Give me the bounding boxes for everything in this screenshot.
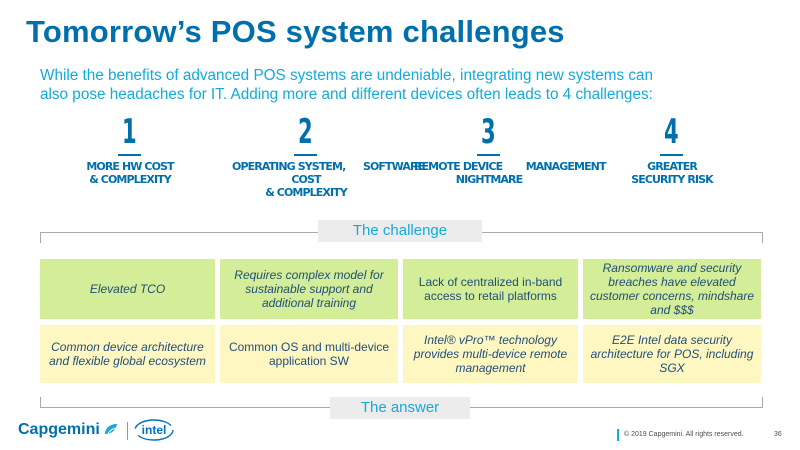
intel-logo-text: intel [142,423,167,437]
challenge-cell-4: Ransomware and security breaches have el… [583,259,761,319]
footer-accent-bar [617,429,619,441]
challenge-label-1: MORE HW COST & COMPLEXITY [62,160,198,186]
challenge-label-2-line-3: & COMPLEXITY [265,186,348,199]
challenge-label-4-line-2: SECURITY RISK [631,173,714,186]
challenge-number-4: 4 [664,112,679,152]
challenge-cell-2: Requires complex model for sustainable s… [220,259,398,319]
intro-line-2: also pose headaches for IT. Adding more … [40,86,653,103]
challenge-underline-4 [660,154,683,156]
answer-cell-1: Common device architecture and flexible … [40,325,215,383]
page-number: 36 [774,431,782,438]
challenge-label-3-line-2: NIGHTMARE [455,173,523,186]
challenge-label-1-line-1: MORE HW COST [86,160,174,173]
challenge-number-2: 2 [298,112,313,152]
logo-separator [127,422,128,440]
answer-cell-2: Common OS and multi-device application S… [220,325,398,383]
challenge-label-2-line-2: COST [291,173,321,186]
capgemini-spade-icon [105,424,117,435]
challenge-number-3: 3 [481,112,496,152]
challenge-label-2: OPERATING SYSTEM, SOFTWARE COST & COMPLE… [232,160,425,199]
capgemini-logo: Capgemini [18,421,100,438]
slide-title: Tomorrow’s POS system challenges [26,14,565,49]
challenge-cell-1: Elevated TCO [40,259,215,319]
answer-cell-3: Intel® vPro™ technology provides multi-d… [403,325,578,383]
answer-cell-4: E2E Intel data security architecture for… [583,325,761,383]
challenge-cell-3: Lack of centralized in-band access to re… [403,259,578,319]
answer-heading: The answer [330,397,470,419]
copyright-text: © 2019 Capgemini. All rights reserved. [624,431,744,438]
challenge-label-3: REMOTE DEVICE MANAGEMENT NIGHTMARE [414,160,607,186]
challenge-label-1-line-2: & COMPLEXITY [89,173,172,186]
intel-logo: intel [134,419,174,441]
challenge-label-3-line-1: REMOTE DEVICE MANAGEMENT [414,160,607,173]
challenge-label-4-line-1: GREATER [647,160,698,173]
challenge-underline-3 [477,154,500,156]
challenge-number-1: 1 [122,112,137,152]
challenge-label-4: GREATER SECURITY RISK [620,160,724,186]
challenge-underline-1 [118,154,141,156]
intro-text: While the benefits of advanced POS syste… [40,66,770,104]
challenge-label-2-line-1: OPERATING SYSTEM, SOFTWARE [232,160,425,173]
intro-line-1: While the benefits of advanced POS syste… [40,67,654,84]
challenge-underline-2 [294,154,317,156]
challenge-heading: The challenge [318,220,482,242]
